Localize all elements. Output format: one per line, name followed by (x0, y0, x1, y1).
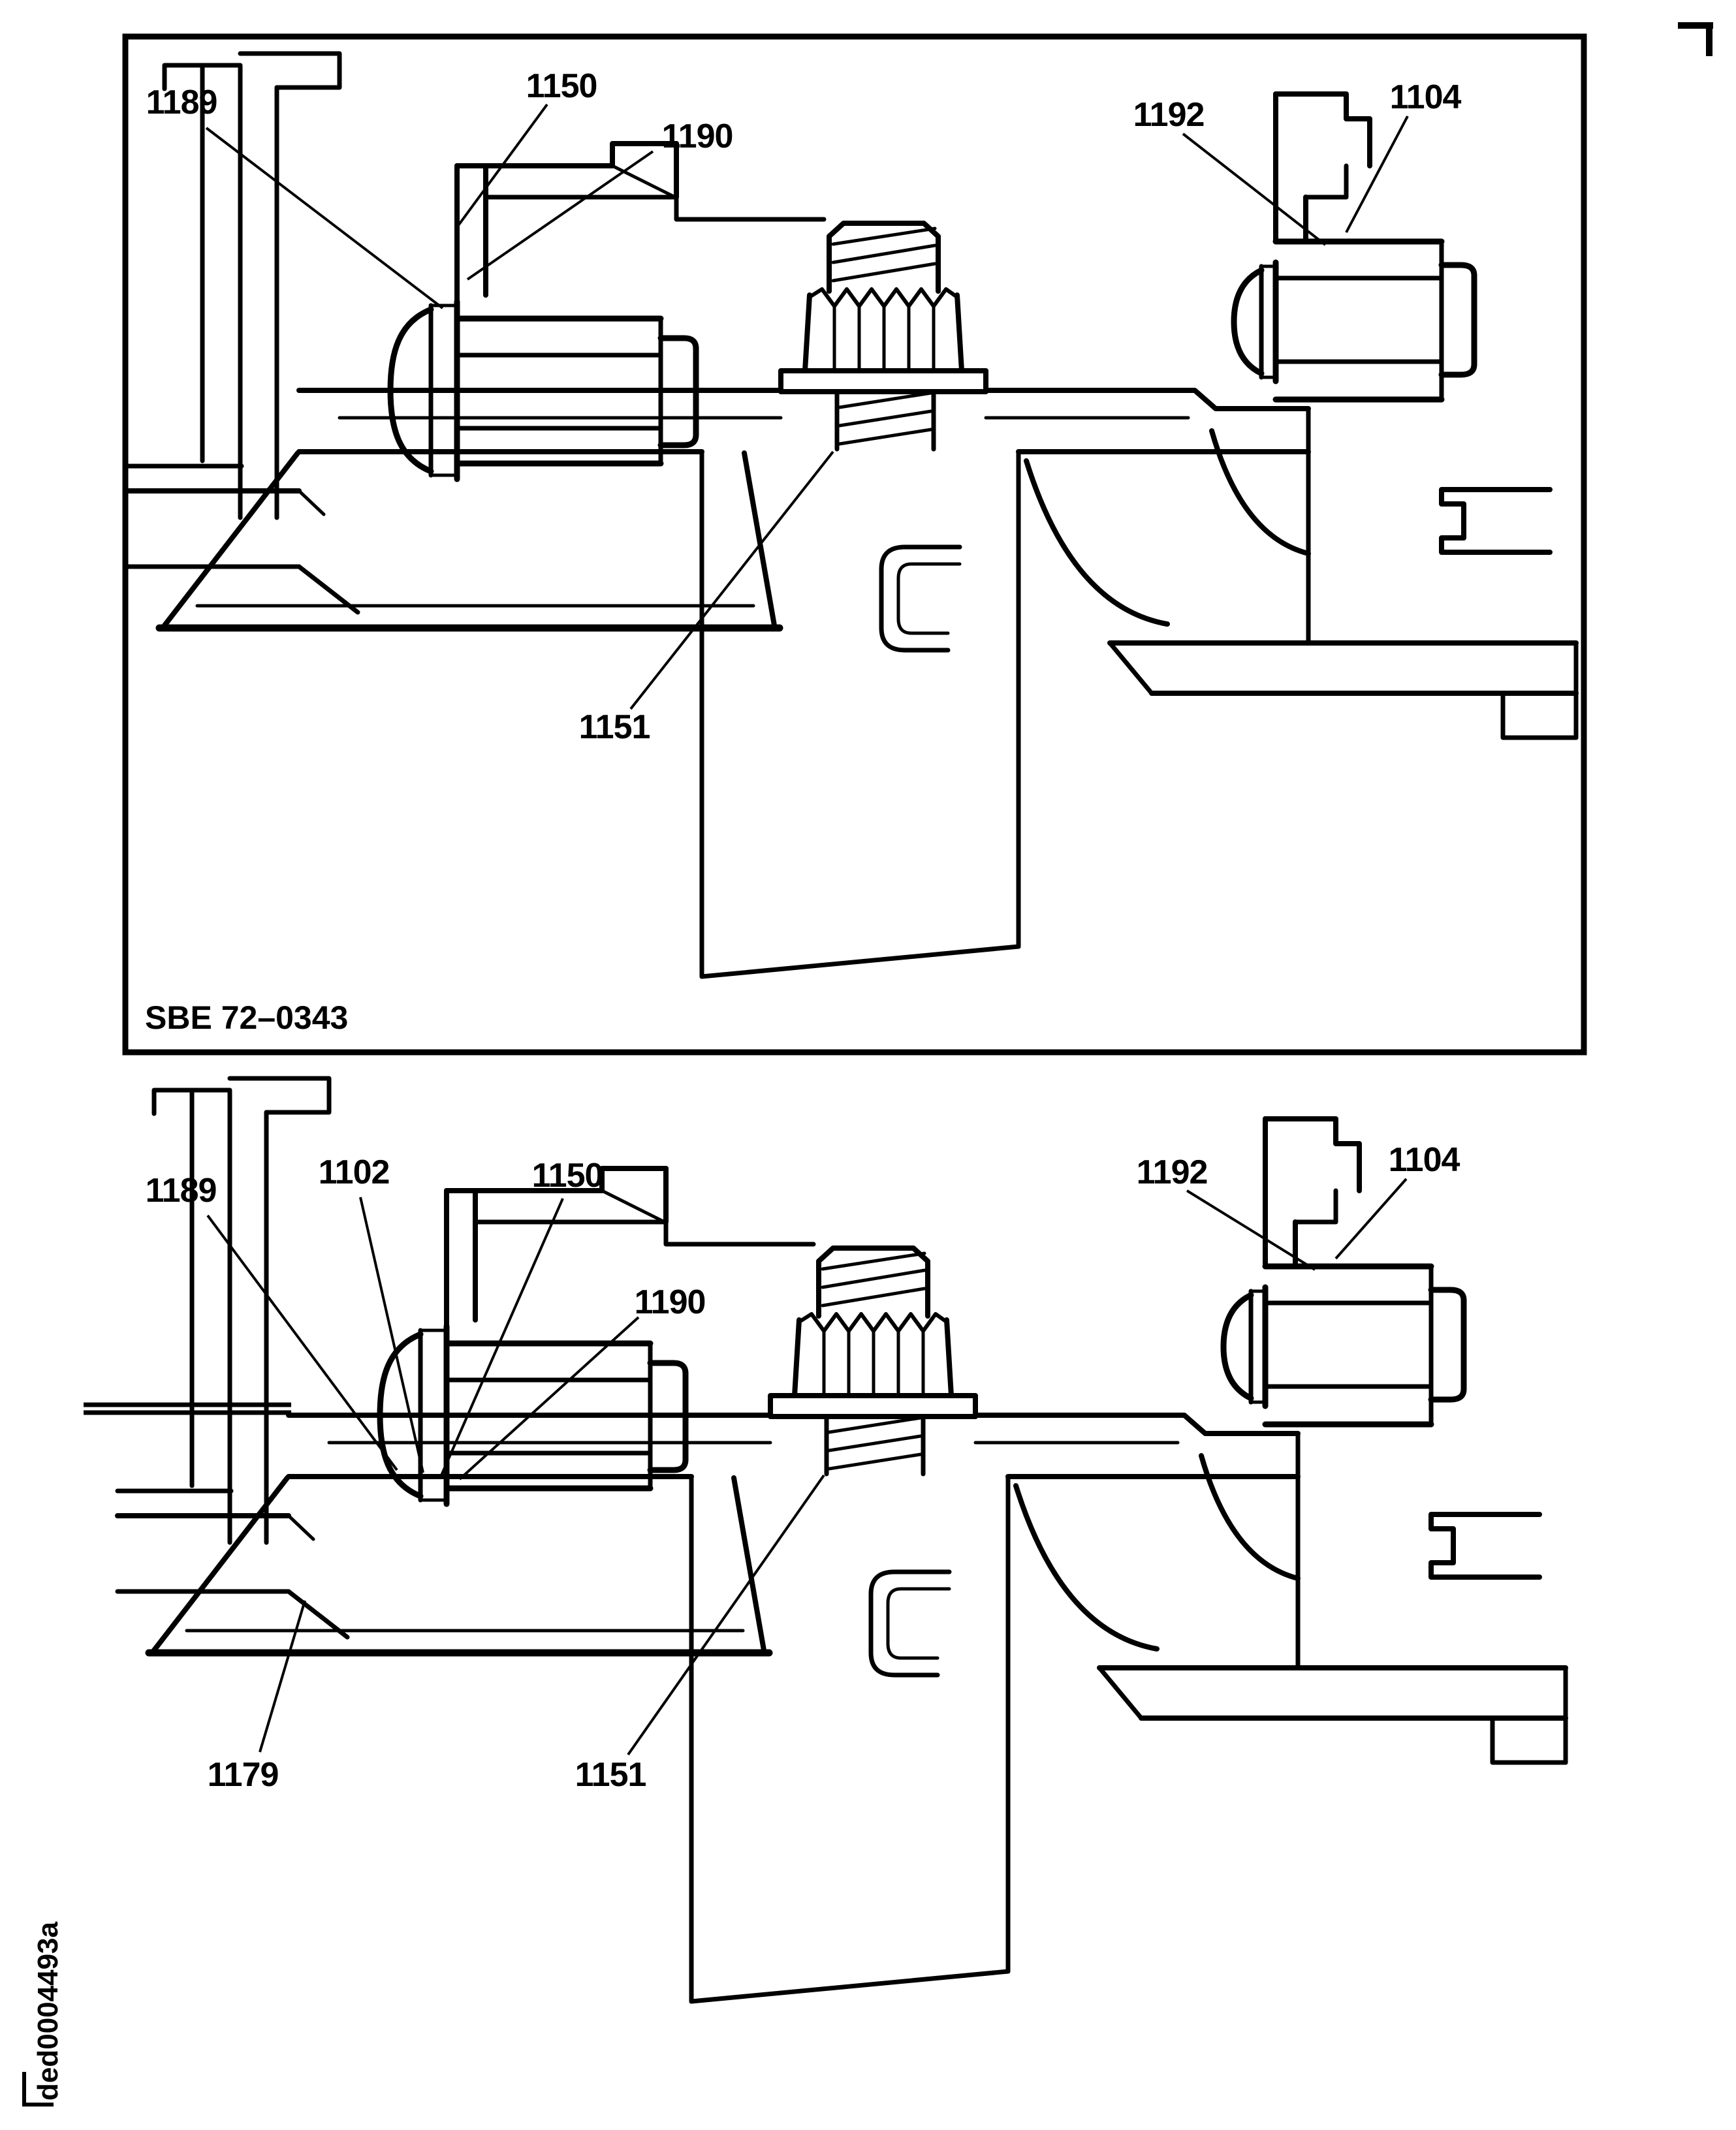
leader-1104 (1345, 116, 1409, 233)
callout-1102: 1102 (319, 1153, 390, 1191)
callout-1190: 1190 (662, 117, 733, 155)
callout-1151: 1151 (575, 1756, 646, 1794)
converter-hub-tube (84, 1402, 291, 1415)
figure-bottom-leader-lines (206, 1178, 1408, 1756)
figure-bottom-drawing (118, 1078, 1566, 2001)
callout-1192: 1192 (1137, 1153, 1208, 1191)
leader-1151 (629, 450, 834, 710)
callout-1104: 1104 (1389, 1141, 1460, 1179)
leader-1192 (1186, 1189, 1316, 1271)
callout-1151: 1151 (579, 708, 650, 746)
leader-1179 (259, 1600, 306, 1753)
callout-1190: 1190 (635, 1283, 706, 1321)
leader-1190 (458, 1316, 640, 1480)
leader-1104 (1334, 1178, 1408, 1260)
leader-1189 (206, 1214, 398, 1471)
callout-1150: 1150 (526, 67, 597, 105)
callout-1150: 1150 (532, 1157, 603, 1195)
leader-1102 (359, 1197, 424, 1473)
crop-corner-mark-bottom-left (22, 2072, 54, 2107)
crop-corner-mark-top-right (1678, 22, 1713, 56)
leader-1150 (440, 1198, 564, 1476)
figure-top-frame (122, 33, 1587, 1056)
leader-1189 (205, 127, 444, 309)
callout-1189: 1189 (146, 1172, 217, 1210)
callout-1192: 1192 (1133, 96, 1205, 134)
callout-1189: 1189 (146, 84, 217, 121)
figure-top-leader-lines (205, 103, 1409, 710)
document-id-vertical: ded0004493a (32, 1921, 64, 2101)
figure-code-caption: SBE 72–0343 (145, 999, 348, 1036)
callout-1104: 1104 (1390, 78, 1462, 116)
leader-1190 (466, 150, 654, 281)
leader-1150 (456, 103, 548, 228)
leader-1151 (627, 1474, 825, 1756)
callout-1179: 1179 (208, 1756, 279, 1794)
figure-top-drawing (128, 54, 1576, 977)
leader-1192 (1182, 133, 1327, 246)
